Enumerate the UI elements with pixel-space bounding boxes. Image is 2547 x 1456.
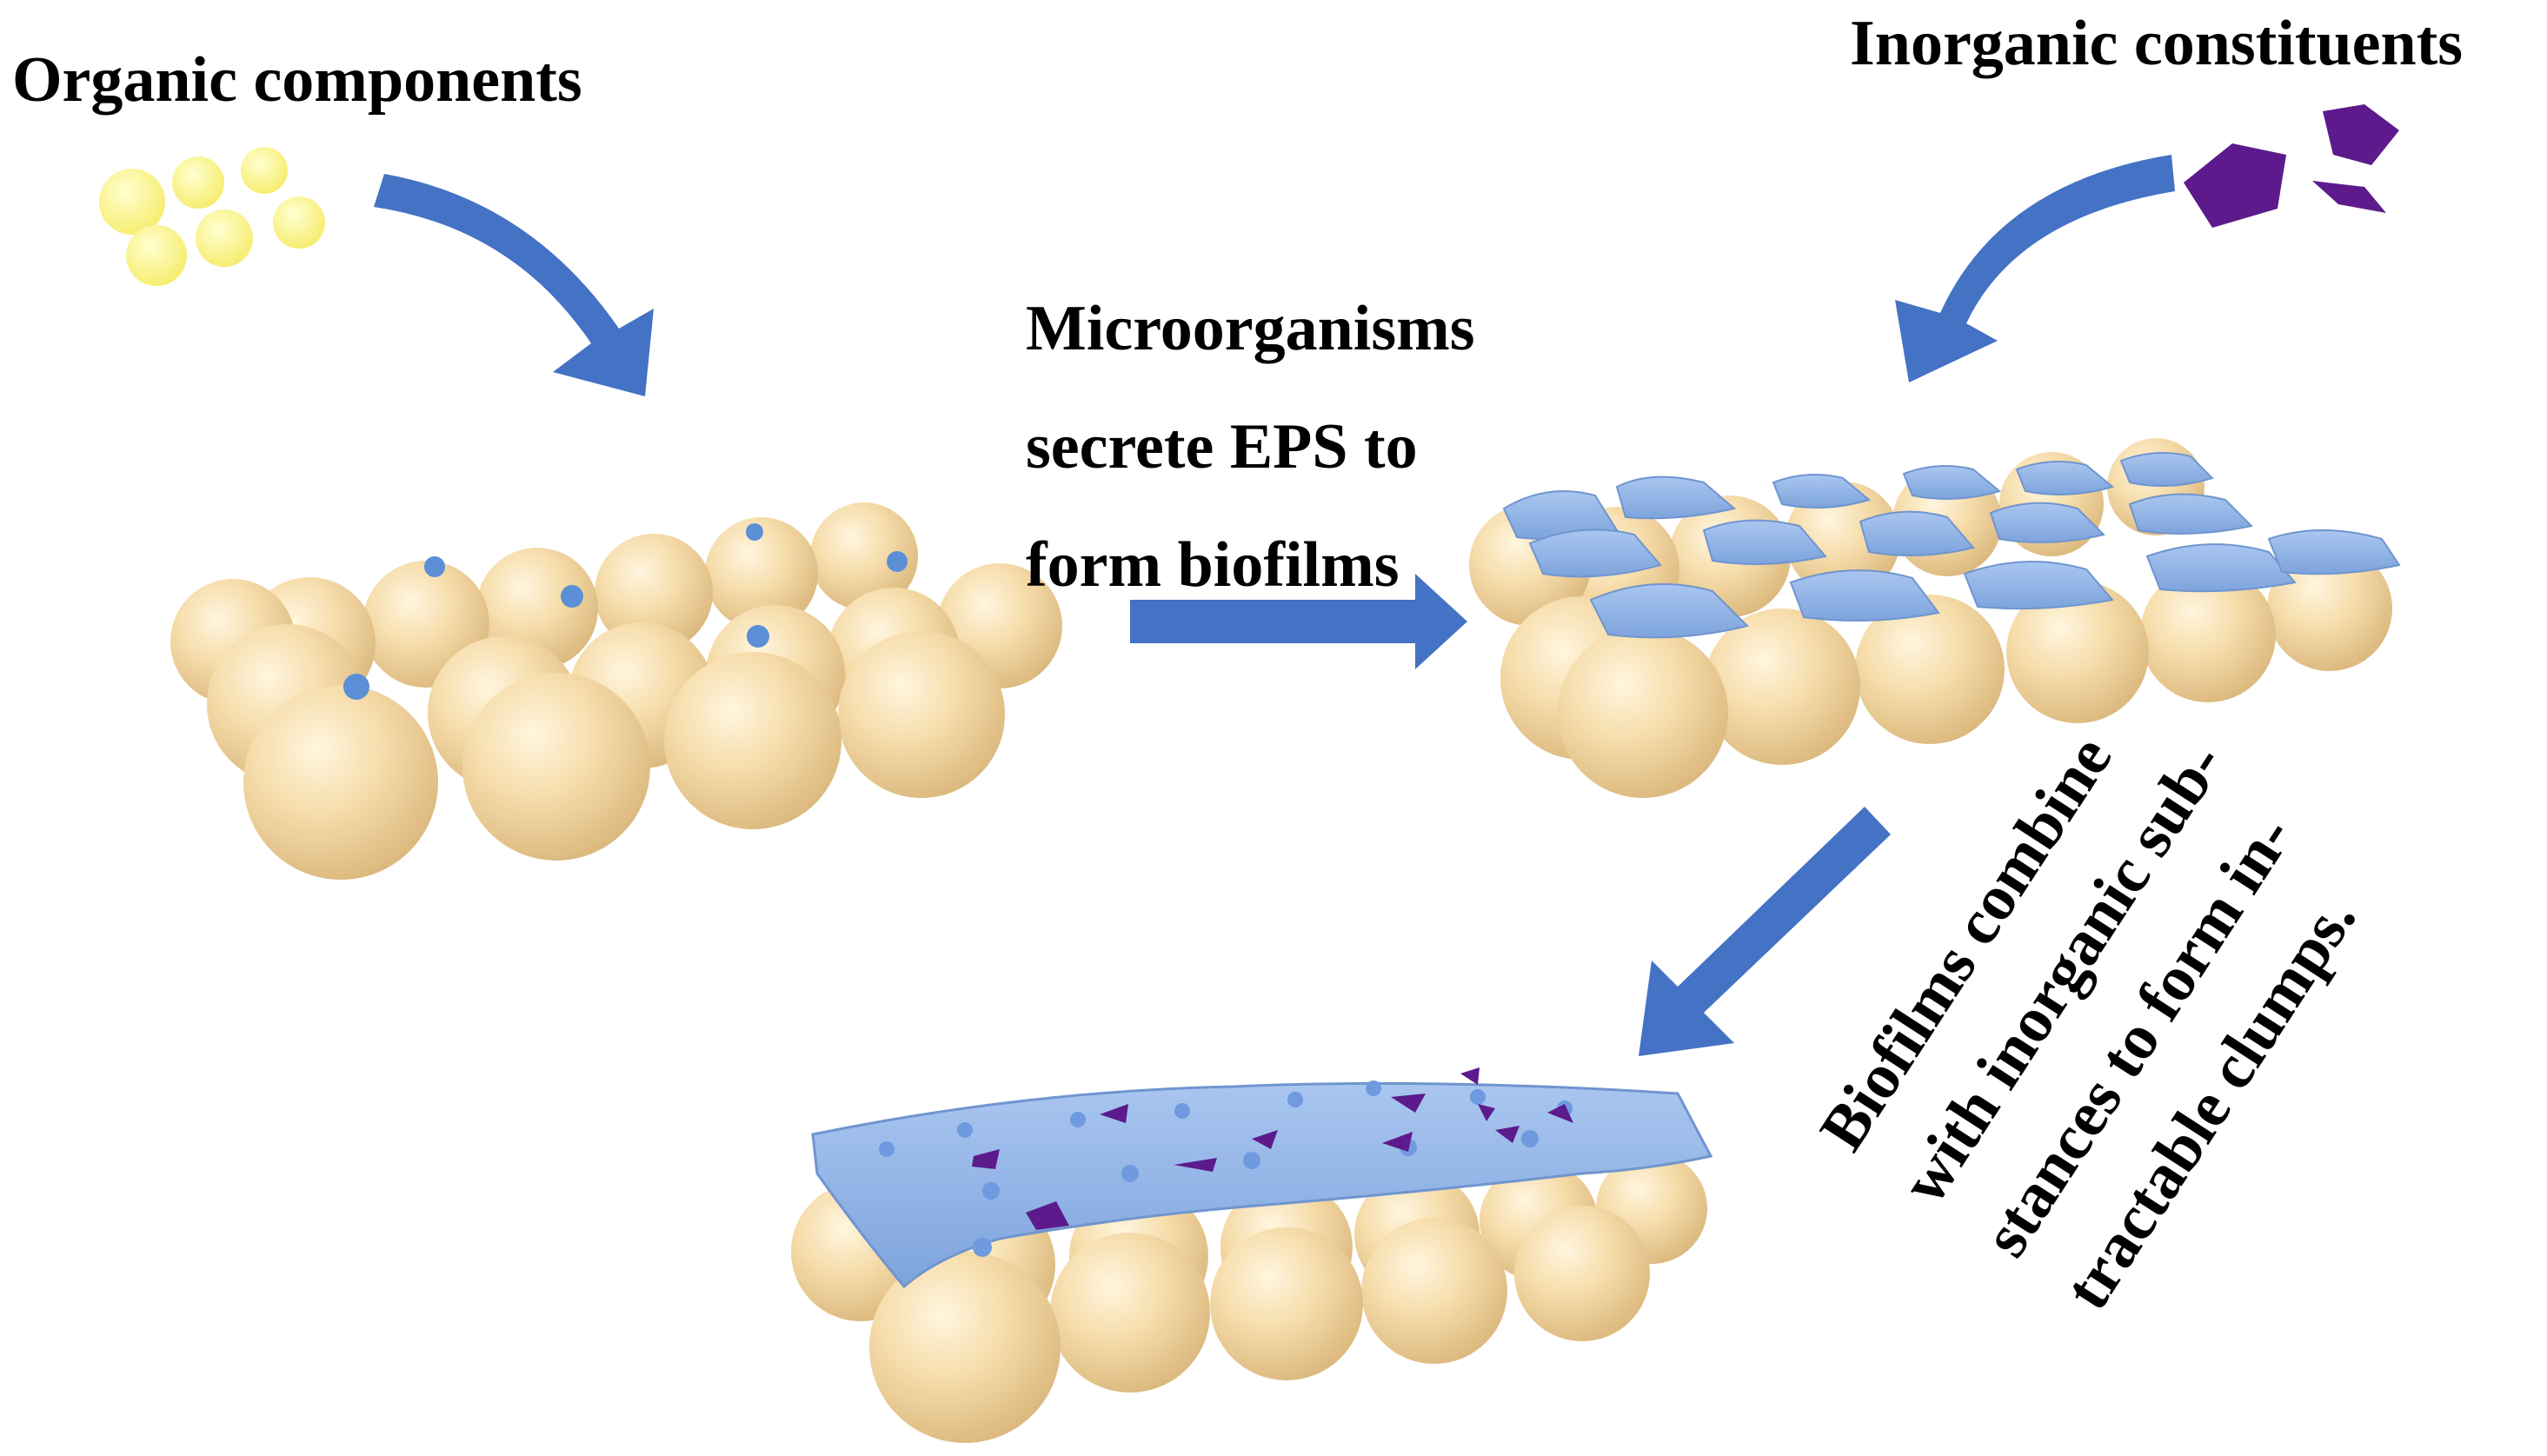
caption-line: form biofilms <box>1026 529 1400 601</box>
right-arrow-icon <box>1130 574 1467 669</box>
microorganisms-caption: Microorganisms secrete EPS to form biofi… <box>1026 269 1475 624</box>
sphere-bed-biofilm <box>1469 438 2392 798</box>
organic-particles <box>99 147 325 286</box>
sphere-bed-initial <box>170 502 1062 880</box>
microbes <box>343 523 908 700</box>
caption-line: secrete EPS to <box>1026 411 1418 482</box>
biofilm-patches <box>1502 452 2401 639</box>
biofilm-sheet <box>811 1081 1713 1289</box>
embedded-inorganic <box>972 1067 1573 1230</box>
down-left-arrow-icon <box>1639 807 1891 1056</box>
curved-arrow-icon <box>1895 155 2175 382</box>
inorganic-constituents-label: Inorganic constituents <box>1850 8 2464 79</box>
sphere-bed-clump <box>791 1153 1707 1443</box>
organic-components-label: Organic components <box>12 44 582 116</box>
caption-line: Microorganisms <box>1026 293 1475 364</box>
curved-arrow-icon <box>374 174 654 396</box>
inorganic-particles <box>2184 104 2399 228</box>
